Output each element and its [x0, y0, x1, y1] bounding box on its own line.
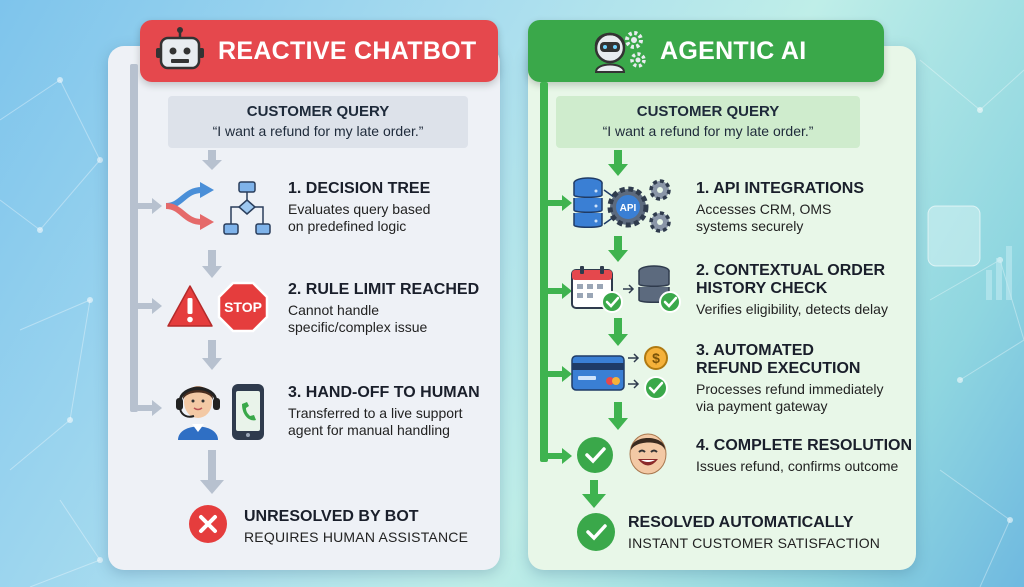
svg-text:$: $ — [652, 350, 660, 366]
reactive-chatbot-banner: REACTIVE CHATBOT — [140, 20, 498, 82]
agentic-step-api-integrations: 1. API INTEGRATIONS Accesses CRM, OMS sy… — [696, 180, 864, 235]
step-desc-line-1: Transferred to a live support — [288, 405, 463, 421]
step-desc-line-1: Verifies eligibility, detects delay — [696, 301, 888, 317]
api-gear-icon: API — [603, 179, 671, 233]
reactive-step-rule-limit: 2. RULE LIMIT REACHED Cannot handle spec… — [288, 281, 479, 336]
credit-card-icon — [571, 355, 625, 391]
agentic-step-refund-execution: 3. AUTOMATED REFUND EXECUTION Processes … — [696, 342, 884, 415]
step-title: 1. DECISION TREE — [288, 180, 431, 197]
reactive-step-decision-tree: 1. DECISION TREE Evaluates query based o… — [288, 180, 430, 235]
step-desc-line-1: Evaluates query based — [288, 201, 431, 217]
outcome-subtitle: REQUIRES HUMAN ASSISTANCE — [244, 529, 469, 545]
flowchart-icon — [223, 181, 271, 235]
agentic-ai-banner: AGENTIC AI — [528, 20, 884, 82]
reactive-customer-query: CUSTOMER QUERY “I want a refund for my l… — [168, 96, 468, 148]
stop-sign-icon: STOP — [217, 281, 269, 333]
step-title-line-2: HISTORY CHECK — [696, 280, 828, 297]
query-title: CUSTOMER QUERY — [636, 103, 780, 120]
happy-face-icon — [629, 433, 667, 475]
api-label: API — [620, 203, 637, 214]
step-title: 1. API INTEGRATIONS — [696, 180, 865, 197]
step-desc-line-1: Issues refund, confirms outcome — [696, 458, 899, 474]
reactive-outcome: UNRESOLVED BY BOT REQUIRES HUMAN ASSISTA… — [244, 508, 468, 545]
step-title-line-1: 2. CONTEXTUAL ORDER — [696, 262, 886, 279]
agentic-step-order-history: 2. CONTEXTUAL ORDER HISTORY CHECK Verifi… — [696, 262, 888, 318]
step-desc-line-2: via payment gateway — [696, 398, 828, 414]
agentic-step-complete-resolution: 4. COMPLETE RESOLUTION Issues refund, co… — [696, 437, 912, 475]
step-desc-line-1: Cannot handle — [288, 302, 380, 318]
outcome-check-circle-icon — [577, 513, 615, 551]
x-circle-icon — [189, 505, 227, 543]
robot-icon — [156, 27, 204, 70]
step-desc-line-2: agent for manual handling — [288, 422, 450, 438]
outcome-subtitle: INSTANT CUSTOMER SATISFACTION — [628, 535, 881, 551]
step-desc-line-1: Processes refund immediately — [696, 381, 884, 397]
reactive-chatbot-title: REACTIVE CHATBOT — [218, 36, 477, 65]
robot-gears-icon — [594, 31, 646, 73]
step-title: 2. RULE LIMIT REACHED — [288, 281, 480, 298]
outcome-title: RESOLVED AUTOMATICALLY — [628, 514, 854, 531]
step-desc-line-2: on predefined logic — [288, 218, 407, 234]
arrow-right-icon — [623, 284, 635, 294]
support-agent-icon — [176, 386, 220, 440]
step-title: 4. COMPLETE RESOLUTION — [696, 437, 913, 454]
step-title-line-2: REFUND EXECUTION — [696, 360, 861, 377]
stop-sign-label: STOP — [224, 299, 262, 315]
reactive-step-hand-off: 3. HAND-OFF TO HUMAN Transferred to a li… — [288, 384, 480, 439]
agentic-outcome: RESOLVED AUTOMATICALLY INSTANT CUSTOMER … — [628, 514, 880, 551]
step-desc-line-2: systems securely — [696, 218, 804, 234]
step-desc-line-1: Accesses CRM, OMS — [696, 201, 832, 217]
split-arrows-icon — [165, 182, 214, 230]
query-title: CUSTOMER QUERY — [246, 103, 390, 120]
step-title: 3. HAND-OFF TO HUMAN — [288, 384, 480, 401]
step-title-line-1: 3. AUTOMATED — [696, 342, 814, 359]
warning-icon — [167, 285, 213, 327]
agentic-ai-title: AGENTIC AI — [660, 36, 807, 65]
calendar-icon — [571, 266, 623, 313]
query-text: “I want a refund for my late order.” — [602, 123, 814, 139]
phone-icon — [232, 384, 264, 440]
database-check-icon — [638, 265, 681, 313]
query-text: “I want a refund for my late order.” — [212, 123, 424, 139]
coin-check-icon: $ — [628, 346, 668, 400]
step-desc-line-2: specific/complex issue — [288, 319, 428, 335]
outcome-title: UNRESOLVED BY BOT — [244, 508, 419, 525]
check-circle-icon — [577, 437, 613, 473]
database-icon — [573, 177, 603, 228]
agentic-customer-query: CUSTOMER QUERY “I want a refund for my l… — [556, 96, 860, 148]
